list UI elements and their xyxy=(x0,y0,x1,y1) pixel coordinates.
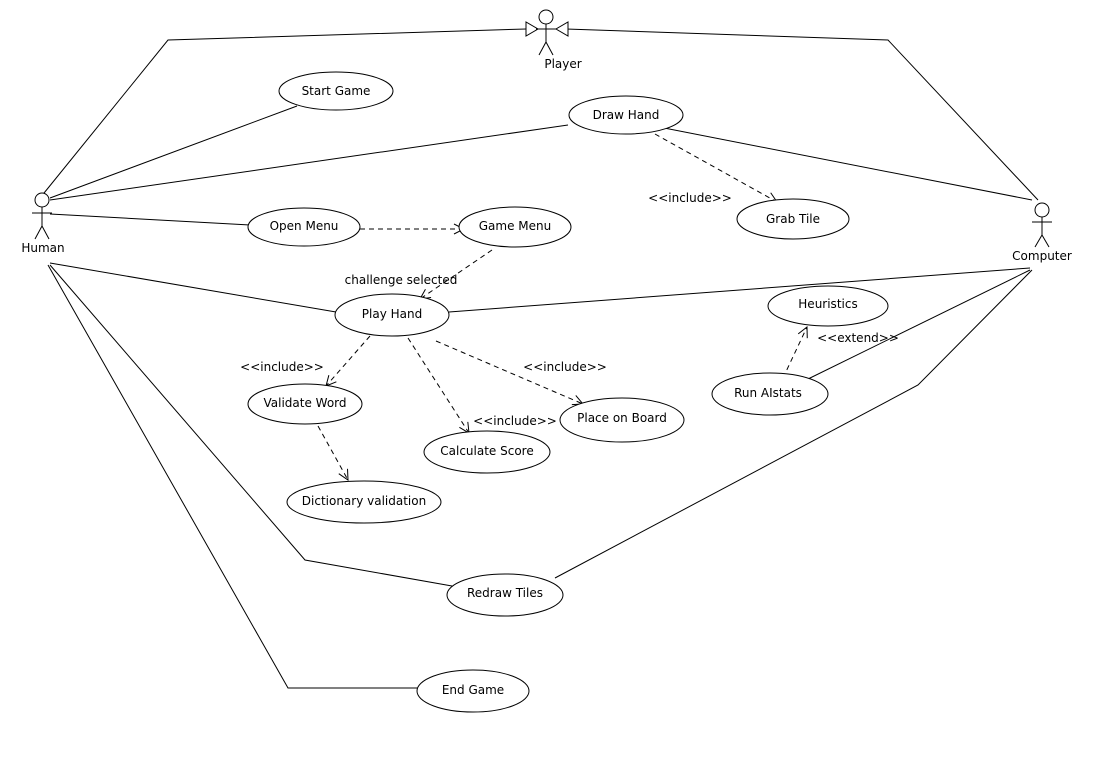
association-run-aistats-computer xyxy=(805,269,1031,381)
use-case-open-menu[interactable]: Open Menu xyxy=(247,207,361,247)
include-label-grab-tile: <<include>> xyxy=(648,191,732,205)
association-redraw-tiles-computer xyxy=(554,269,1033,579)
association-draw-hand-computer xyxy=(653,125,1033,201)
association-human-play-hand xyxy=(49,262,337,313)
use-case-place-on-board-label: Place on Board xyxy=(577,411,667,425)
generalization-computer-player xyxy=(565,28,1039,201)
use-case-grab-tile[interactable]: Grab Tile xyxy=(736,198,850,240)
association-human-start-game xyxy=(49,105,298,199)
extend-run-aistats-heuristics xyxy=(782,327,807,379)
use-case-redraw-tiles[interactable]: Redraw Tiles xyxy=(446,573,564,617)
use-case-start-game[interactable]: Start Game xyxy=(278,71,394,111)
use-case-dictionary-validation-label: Dictionary validation xyxy=(302,494,426,508)
use-case-draw-hand-label: Draw Hand xyxy=(593,108,660,122)
human-label: Human xyxy=(21,241,64,255)
association-human-open-menu xyxy=(49,213,251,226)
use-case-open-menu-label: Open Menu xyxy=(270,219,339,233)
use-case-validate-word[interactable]: Validate Word xyxy=(247,383,363,425)
human-actor xyxy=(32,192,52,240)
extend-label-heuristics: <<extend>> xyxy=(817,331,899,345)
use-case-grab-tile-label: Grab Tile xyxy=(766,212,820,226)
association-human-redraw-tiles xyxy=(49,264,453,587)
computer-label: Computer xyxy=(1012,249,1072,263)
association-human-draw-hand xyxy=(49,124,569,201)
use-case-dictionary-validation[interactable]: Dictionary validation xyxy=(286,480,442,524)
computer-actor xyxy=(1032,202,1052,248)
use-case-heuristics[interactable]: Heuristics xyxy=(767,285,889,327)
include-validate-word-dictionary xyxy=(317,425,348,480)
dependency-game-menu-play-hand xyxy=(420,249,493,299)
use-case-play-hand[interactable]: Play Hand xyxy=(334,293,450,337)
use-case-start-game-label: Start Game xyxy=(302,84,371,98)
use-case-calculate-score-label: Calculate Score xyxy=(440,444,533,458)
use-case-run-aistats-label: Run AIstats xyxy=(734,386,802,400)
use-case-game-menu[interactable]: Game Menu xyxy=(458,206,572,248)
include-label-calculate-score: <<include>> xyxy=(473,414,557,428)
use-case-redraw-tiles-label: Redraw Tiles xyxy=(467,586,543,600)
use-case-end-game-label: End Game xyxy=(442,683,504,697)
use-case-end-game[interactable]: End Game xyxy=(416,669,530,713)
challenge-selected-label: challenge selected xyxy=(345,273,458,287)
use-case-heuristics-label: Heuristics xyxy=(798,297,857,311)
use-case-run-aistats[interactable]: Run AIstats xyxy=(711,372,829,416)
include-label-validate-word: <<include>> xyxy=(240,360,324,374)
include-play-hand-calculate-score xyxy=(407,337,469,433)
association-play-hand-computer xyxy=(448,267,1031,313)
use-case-validate-word-label: Validate Word xyxy=(263,396,346,410)
generalization-arrowhead-left xyxy=(525,21,539,37)
use-case-play-hand-label: Play Hand xyxy=(362,307,422,321)
player-actor xyxy=(536,9,556,56)
player-label: Player xyxy=(544,57,581,71)
generalization-human-player xyxy=(39,28,527,199)
generalization-arrowhead-right xyxy=(555,21,569,37)
include-play-hand-validate-word xyxy=(326,335,371,386)
use-case-place-on-board[interactable]: Place on Board xyxy=(559,397,685,443)
use-case-game-menu-label: Game Menu xyxy=(479,219,552,233)
use-case-draw-hand[interactable]: Draw Hand xyxy=(568,95,684,135)
use-case-calculate-score[interactable]: Calculate Score xyxy=(423,430,551,474)
association-human-end-game xyxy=(47,264,418,689)
include-label-place-on-board: <<include>> xyxy=(523,360,607,374)
